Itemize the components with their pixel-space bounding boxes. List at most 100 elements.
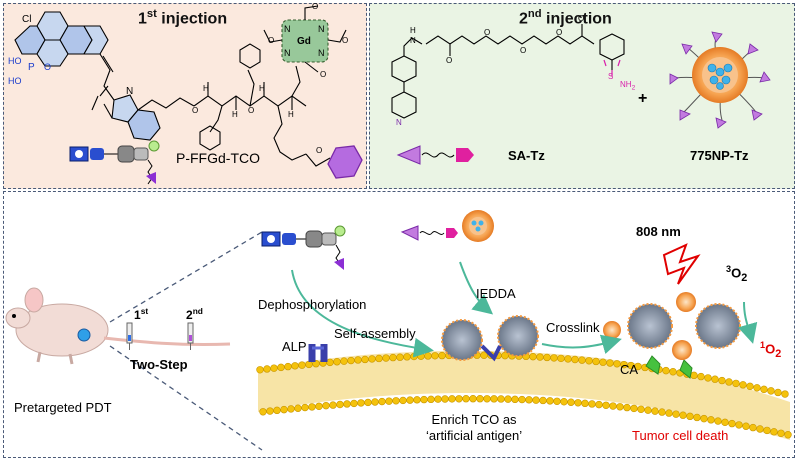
lipid-head-top (690, 371, 698, 380)
alp-label: ALP (282, 339, 307, 354)
atom-o5-p2: O (578, 14, 585, 23)
lipid-head-bottom (749, 423, 757, 432)
sa-tz-icon-2 (400, 225, 458, 241)
atom-h-4: H (288, 110, 294, 119)
lipid-head-top (557, 354, 565, 363)
lipid-head-bottom (462, 395, 470, 403)
syringe-icon-2 (187, 322, 194, 350)
lipid-head-bottom (763, 426, 771, 435)
lipid-head-bottom (602, 401, 610, 410)
lipid-head-bottom (588, 400, 596, 408)
lipid-head-top (263, 365, 271, 373)
lipid-head-top (592, 357, 600, 366)
lipid-head-bottom (511, 395, 519, 404)
fluorophore-structure (14, 5, 363, 179)
pretargeted-pdt-label: Pretargeted PDT (14, 400, 112, 415)
lipid-head-top (585, 357, 593, 365)
lipid-head-top (291, 362, 299, 370)
lipid-head-bottom (504, 395, 512, 403)
lipid-head-top (613, 360, 621, 368)
lipid-head-top (256, 366, 264, 374)
lipid-head-bottom (679, 411, 687, 419)
compound-label-p-ffgd-tco: P-FFGd-TCO (176, 150, 260, 166)
lipid-head-bottom (385, 397, 393, 405)
lipid-head-bottom (651, 407, 659, 415)
lipid-head-bottom (469, 395, 477, 403)
lipid-head-bottom (707, 416, 715, 424)
lipid-head-bottom (546, 397, 554, 405)
atom-o: O (44, 62, 52, 72)
lipid-head-bottom (406, 396, 414, 404)
lipid-head-top (571, 355, 579, 364)
775np-tz-label: 775NP-Tz (690, 148, 749, 163)
lipid-head-bottom (630, 404, 638, 413)
lipid-head-top (424, 352, 432, 360)
lipid-head-bottom (728, 419, 736, 428)
sa-tz-icon (396, 145, 474, 165)
ca-label: CA (620, 362, 639, 377)
iedda-label: IEDDA (476, 286, 516, 301)
atom-gd: Gd (297, 36, 311, 47)
lipid-head-top (501, 351, 509, 360)
lightning-icon (662, 243, 701, 285)
panel1-title: 1st injection (138, 8, 228, 28)
lipid-head-bottom (378, 397, 386, 406)
lipid-head-top (270, 364, 278, 372)
atom-h-3: H (259, 84, 265, 93)
lipid-head-top (606, 359, 614, 367)
lipid-head-top (417, 352, 425, 360)
atom-o-b: O (248, 106, 255, 115)
atom-o2-p2: O (484, 28, 491, 37)
lipid-head-top (333, 358, 341, 366)
lipid-head-bottom (357, 399, 365, 407)
o2-arrow (737, 301, 758, 344)
atom-nh2-p2: NH2 (620, 80, 636, 92)
atom-n-c: N (284, 48, 291, 58)
first-step-label: 1st (134, 306, 149, 322)
lipid-head-bottom (567, 398, 575, 406)
atom-o1-p2: O (446, 56, 453, 65)
lipid-head-top (732, 379, 740, 388)
lipid-head-bottom (287, 405, 295, 413)
lipid-head-top (438, 351, 446, 360)
lipid-head-bottom (560, 398, 568, 406)
lipid-head-top (543, 353, 551, 362)
lipid-head-top (536, 353, 544, 361)
lipid-head-bottom (623, 403, 631, 412)
crosslink-arrow (541, 334, 622, 355)
lipid-head-bottom (343, 400, 351, 408)
lipid-head-bottom (308, 403, 316, 411)
dephosphorylation-label: Dephosphorylation (258, 297, 367, 312)
syringe-icon (126, 322, 133, 350)
lipid-head-bottom (609, 402, 617, 410)
atom-cl: Cl (22, 14, 32, 25)
lipid-head-top (277, 363, 285, 372)
assembly-particle-icon (441, 315, 539, 362)
atom-p: P (28, 62, 35, 73)
lipid-head-top (634, 362, 642, 371)
plus-sign: + (638, 90, 648, 107)
lipid-head-bottom (532, 396, 540, 404)
lipid-head-top (326, 358, 334, 367)
lipid-head-top (760, 385, 768, 394)
lipid-head-top (669, 368, 677, 376)
lipid-head-bottom (672, 410, 680, 418)
lipid-head-bottom (413, 396, 421, 404)
lipid-head-bottom (315, 402, 323, 410)
lipid-head-top (739, 381, 747, 389)
lipid-head-bottom (273, 406, 281, 415)
lipid-head-bottom (371, 398, 379, 406)
lipid-head-bottom (756, 425, 764, 433)
lipid-head-bottom (637, 405, 645, 413)
lipid-head-bottom (294, 404, 302, 412)
lipid-head-bottom (693, 413, 701, 422)
atom-n-a: N (284, 24, 291, 34)
lipid-head-bottom (322, 401, 330, 410)
lipid-head-bottom (497, 395, 505, 403)
lipid-head-bottom (259, 408, 267, 416)
tumor-cell-death-label: Tumor cell death (632, 428, 729, 443)
second-step-label: 2nd (186, 306, 203, 322)
atom-o-d: O (342, 36, 349, 45)
lipid-head-bottom (483, 395, 491, 403)
